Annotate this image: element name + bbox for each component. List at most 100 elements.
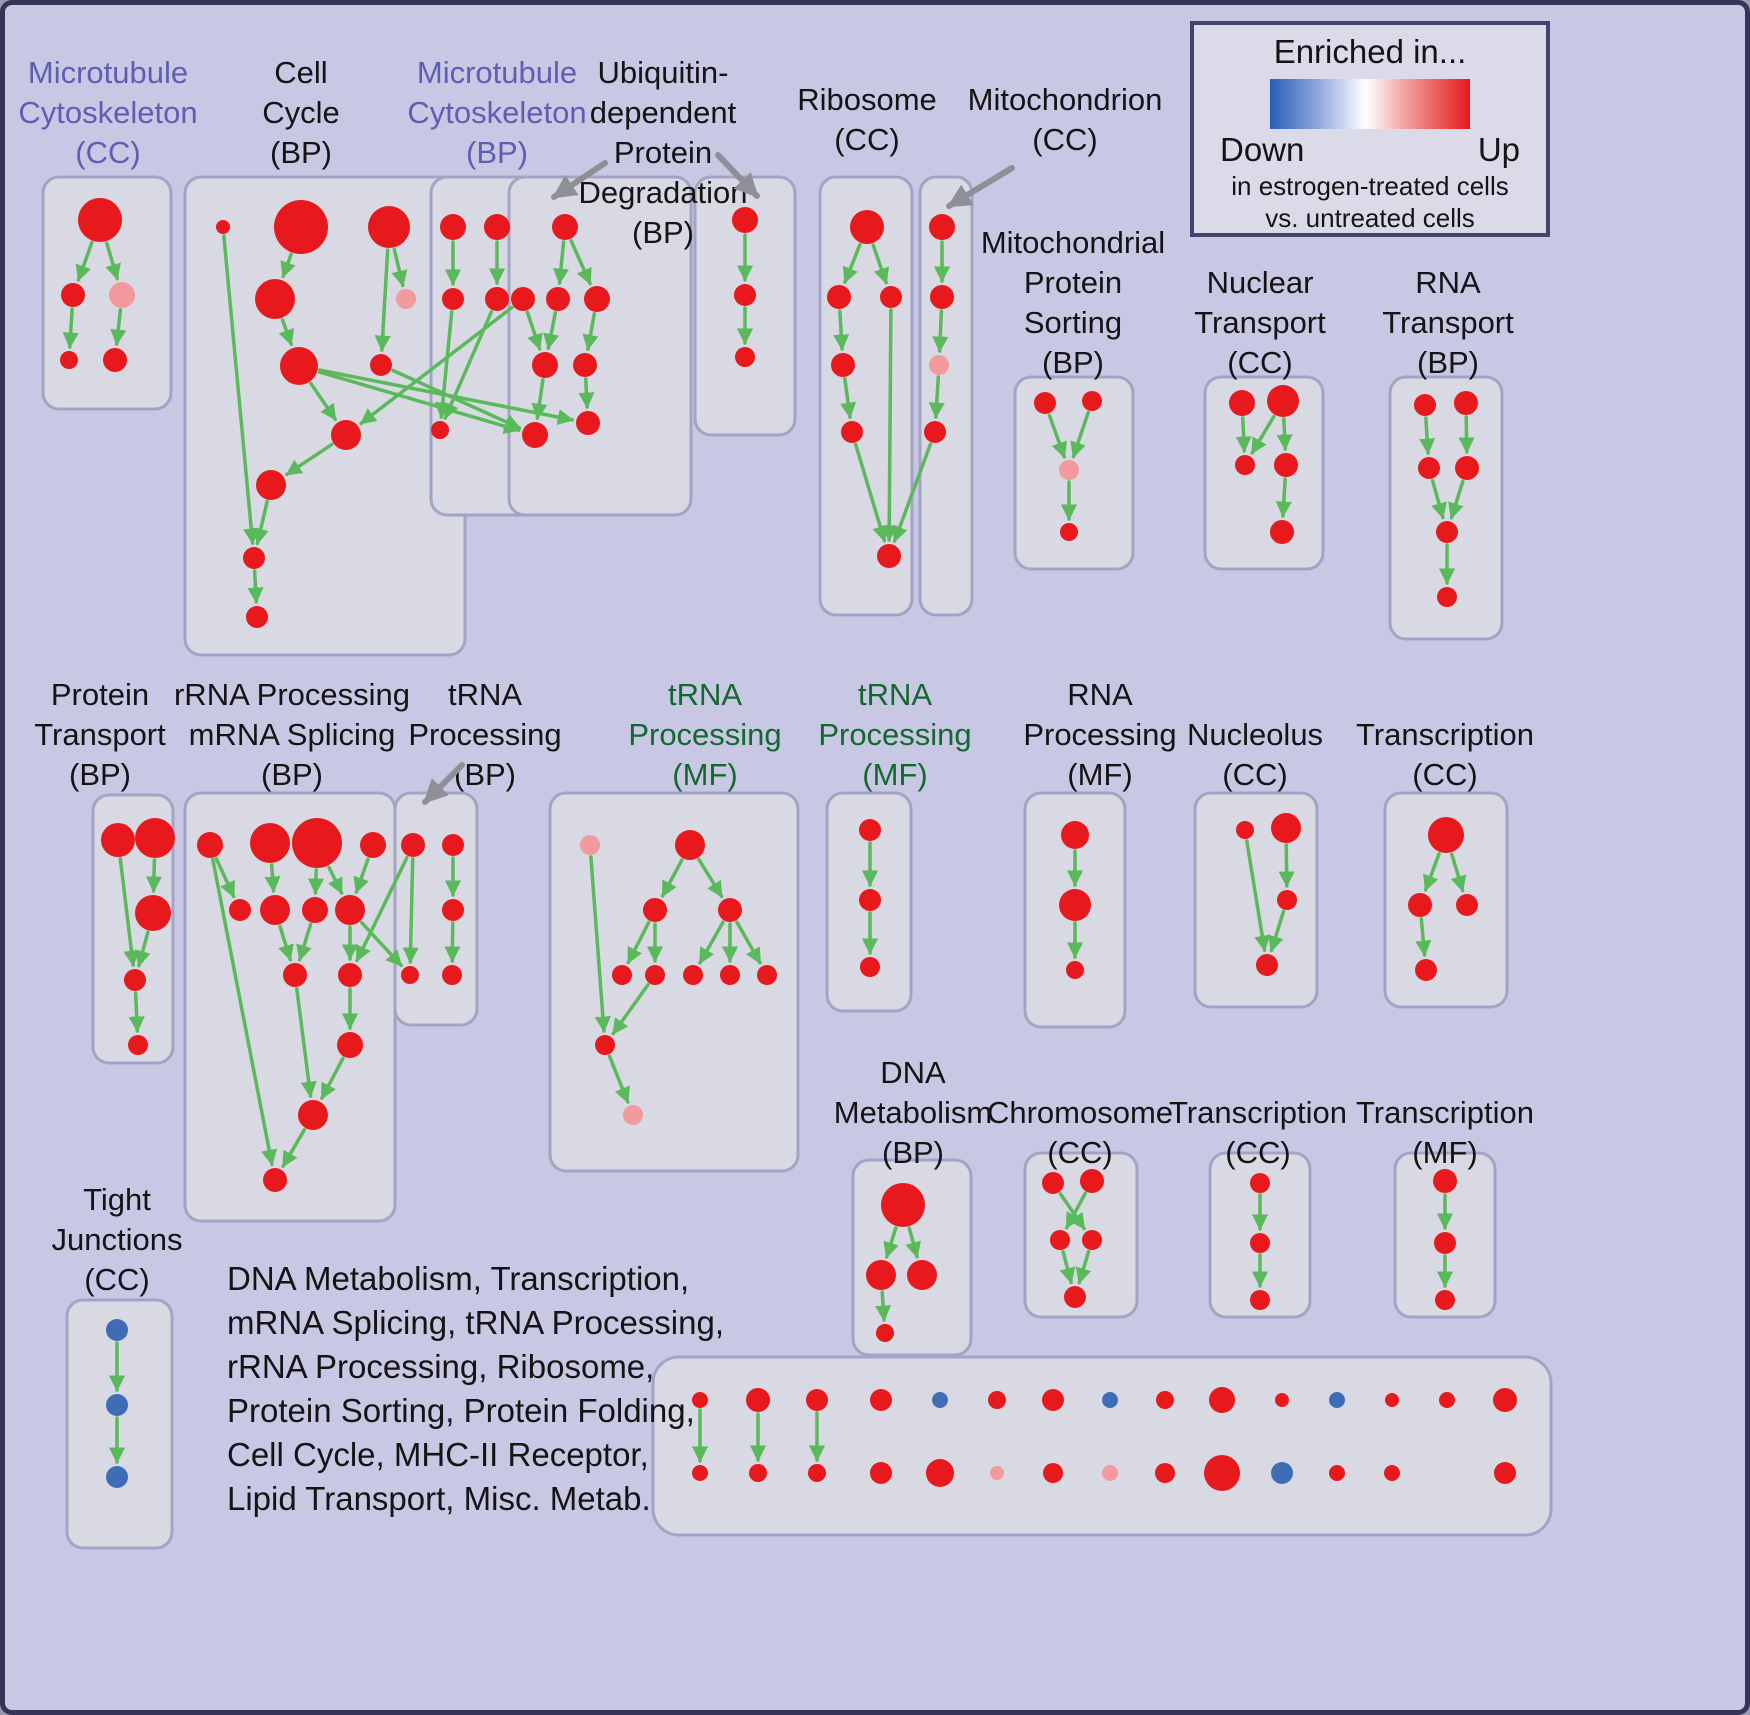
go-term-node-red xyxy=(841,421,863,443)
edge-arrow xyxy=(295,987,317,1098)
go-term-node-red xyxy=(1493,1388,1517,1412)
go-term-node-red xyxy=(101,823,135,857)
edge-arrow xyxy=(1419,416,1436,455)
go-term-node-red xyxy=(1066,961,1084,979)
go-term-node-red xyxy=(103,348,127,372)
go-term-node-red xyxy=(808,1464,826,1482)
edge-arrow xyxy=(697,857,724,899)
edge-arrow xyxy=(928,375,945,419)
go-term-node-red xyxy=(1329,1465,1345,1481)
go-term-node-red xyxy=(576,411,600,435)
go-term-node-red xyxy=(1385,1393,1399,1407)
go-term-node-red xyxy=(442,965,462,985)
go-term-node-red xyxy=(135,818,175,858)
go-term-node-red xyxy=(1277,890,1297,910)
legend-up-label: Up xyxy=(1477,131,1520,168)
go-term-node-red xyxy=(1437,587,1457,607)
edge-arrow xyxy=(75,240,94,282)
edge-arrow xyxy=(875,1290,892,1322)
go-term-node-red xyxy=(573,353,597,377)
edge-arrow xyxy=(1430,478,1447,520)
go-term-node-blue xyxy=(106,1319,128,1341)
edge-arrow xyxy=(391,368,522,430)
go-term-node-red xyxy=(1454,391,1478,415)
cluster-box-trna-processing-bp xyxy=(393,791,479,1027)
edge-arrow xyxy=(1250,414,1276,455)
go-term-node-red xyxy=(1418,457,1440,479)
go-term-node-red xyxy=(1256,954,1278,976)
go-term-node-red xyxy=(401,833,425,857)
go-term-node-red xyxy=(292,818,342,868)
edge-arrow xyxy=(145,858,163,893)
go-term-node-red xyxy=(735,347,755,367)
go-term-node-red xyxy=(431,421,449,439)
edge-arrow xyxy=(434,310,454,419)
go-term-node-red xyxy=(442,834,464,856)
go-term-node-red xyxy=(128,1035,148,1055)
go-term-node-red xyxy=(484,214,510,240)
go-term-node-red xyxy=(643,898,667,922)
edge-arrow xyxy=(1235,416,1252,453)
edge-arrow xyxy=(881,308,898,542)
go-term-node-blue xyxy=(106,1466,128,1488)
go-term-node-red xyxy=(732,207,758,233)
cluster-box-cell-cycle-bp xyxy=(183,175,467,657)
go-term-node-red xyxy=(1434,1232,1456,1254)
edge-arrow xyxy=(842,242,862,284)
edge-arrow xyxy=(1267,909,1286,953)
edge-arrow xyxy=(1448,479,1465,520)
go-term-node-red xyxy=(1415,959,1437,981)
go-term-node-red xyxy=(1080,1169,1104,1193)
go-term-node-red xyxy=(250,823,290,863)
go-term-node-red xyxy=(870,1462,892,1484)
edge-arrow xyxy=(607,1054,630,1104)
mixed-functions-note: DNA Metabolism, Transcription,mRNA Splic… xyxy=(227,1260,724,1517)
go-term-node-red xyxy=(720,965,740,985)
cluster-label-transcription-cc-upper: Transcription(CC) xyxy=(1356,717,1534,792)
legend-subtitle-line2: vs. untreated cells xyxy=(1265,202,1475,233)
go-term-node-pink xyxy=(1102,1465,1118,1481)
go-term-node-red xyxy=(1250,1290,1270,1310)
go-term-node-red xyxy=(1082,391,1102,411)
go-term-node-red xyxy=(331,420,361,450)
go-term-node-red xyxy=(260,895,290,925)
cluster-box-microtubule-cytoskeleton-cc xyxy=(41,175,173,411)
go-term-node-red xyxy=(683,965,703,985)
label-pointer-arrow xyxy=(715,152,760,199)
go-term-node-pink xyxy=(109,282,135,308)
edge-arrow xyxy=(317,370,521,434)
edge-arrow xyxy=(531,378,548,420)
edge-arrow xyxy=(264,863,281,893)
edge-arrow xyxy=(1070,410,1090,459)
edge-arrow xyxy=(569,238,592,286)
edge-arrow xyxy=(1075,1249,1092,1285)
go-term-node-red xyxy=(1408,893,1432,917)
go-term-node-red xyxy=(368,206,410,248)
go-term-node-red xyxy=(1270,520,1294,544)
go-term-node-red xyxy=(1235,455,1255,475)
go-term-node-red xyxy=(243,547,265,569)
edge-arrow xyxy=(626,920,651,965)
edge-arrow xyxy=(1415,917,1432,957)
edge-arrow xyxy=(1245,839,1271,952)
go-term-node-red xyxy=(60,351,78,369)
cluster-label-mitochondrion-cc: Mitochondrion(CC) xyxy=(968,82,1163,157)
edge-arrow xyxy=(1278,843,1295,888)
go-term-node-pink xyxy=(580,835,600,855)
edge-arrow xyxy=(932,309,949,353)
go-term-node-red xyxy=(1209,1387,1235,1413)
go-term-node-red xyxy=(298,1100,328,1130)
go-term-node-red xyxy=(1229,390,1255,416)
edge-arrow xyxy=(1275,477,1292,518)
edge-arrow xyxy=(214,856,236,899)
edge-arrow xyxy=(611,983,650,1036)
label-pointer-arrow xyxy=(946,165,1015,209)
go-term-node-red xyxy=(930,285,954,309)
go-term-node-red xyxy=(1043,1463,1063,1483)
go-term-node-red xyxy=(859,889,881,911)
